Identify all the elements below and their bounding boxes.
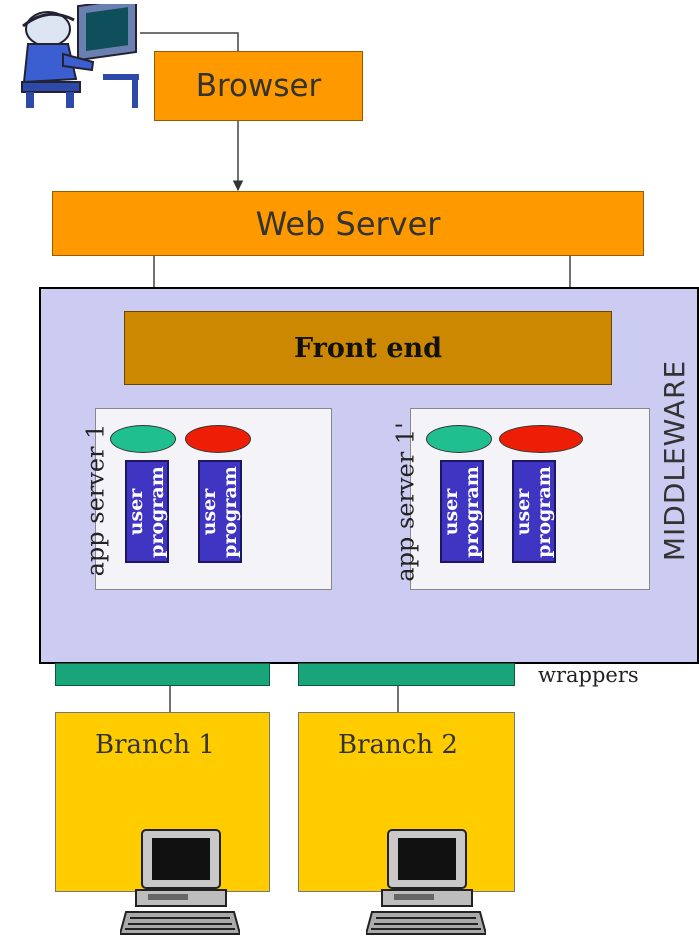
app-server-1b-red-oval: [499, 425, 583, 453]
user-program-1-line2: program: [146, 465, 168, 558]
user-program-3-line2: program: [461, 465, 483, 558]
user-program-1-line1: user: [125, 488, 147, 535]
app-server-1-label: app server 1: [81, 423, 110, 577]
wrappers-label: wrappers: [538, 663, 639, 687]
branch-1-computer-icon: [118, 828, 242, 935]
app-server-1b-label: app server 1': [392, 422, 421, 582]
user-program-2-line2: program: [219, 465, 241, 558]
user-program-3-line1: user: [440, 488, 462, 535]
user-browser-line: [140, 32, 239, 51]
user-at-computer-icon: [8, 0, 143, 109]
web-server-label: Web Server: [255, 204, 441, 243]
user-program-4-line2: program: [533, 465, 555, 558]
middleware-label-box: MIDDLEWARE: [653, 350, 697, 570]
user-program-4-line1: user: [512, 488, 534, 535]
app-server-1b-green-oval: [426, 425, 492, 453]
web-server-box: Web Server: [52, 191, 644, 256]
wrapper-2: [298, 663, 515, 686]
app-server-1-green-oval: [110, 425, 176, 453]
wrapper-1: [55, 663, 270, 686]
branch-1-label: Branch 1: [95, 730, 215, 760]
middleware-label: MIDDLEWARE: [658, 359, 692, 561]
branch-2-computer-icon: [364, 828, 488, 935]
user-program-2-line1: user: [198, 488, 220, 535]
front-end-label: Front end: [293, 332, 443, 364]
browser-label: Browser: [195, 68, 322, 104]
branch-2-label: Branch 2: [338, 730, 458, 760]
app-server-1-red-oval: [185, 425, 251, 453]
app-server-1-label-box: app server 1: [55, 424, 135, 577]
browser-box: Browser: [154, 51, 363, 121]
front-end-box: Front end: [124, 311, 612, 385]
app-server-1b-label-box: app server 1': [366, 422, 446, 581]
